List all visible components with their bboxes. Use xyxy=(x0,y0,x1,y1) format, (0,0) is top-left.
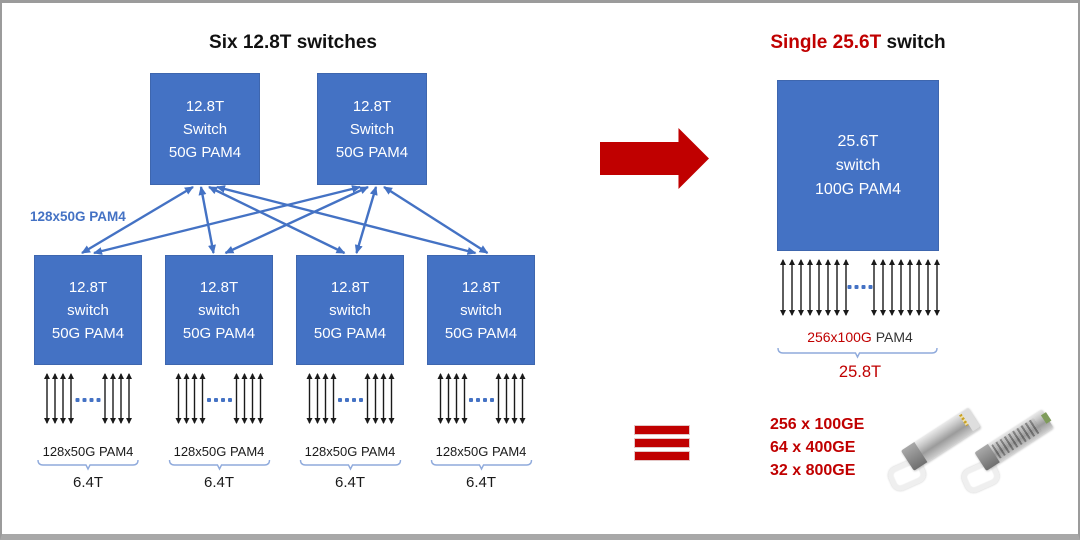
right-title-rest: switch xyxy=(881,32,946,53)
equivalence-bar xyxy=(635,426,689,434)
switch-line: 50G PAM4 xyxy=(444,324,518,342)
interconnect-label: 128x50G PAM4 xyxy=(30,209,126,224)
ellipsis-dot xyxy=(345,398,349,402)
switch-line: switch xyxy=(460,301,502,319)
leaf-switch-box-3: 12.8T switch 50G PAM4 xyxy=(296,255,404,365)
bandwidth-brace xyxy=(299,459,402,471)
switch-line: switch xyxy=(67,301,109,319)
ellipsis-dot xyxy=(490,398,494,402)
switch-line: 12.8T xyxy=(185,97,225,115)
fanout-arrow xyxy=(224,185,369,255)
ellipsis-dot xyxy=(483,398,487,402)
capacity-item: 64 x 400GE xyxy=(770,439,856,456)
ellipsis-dot xyxy=(854,285,859,289)
switch-line: 50G PAM4 xyxy=(335,143,409,161)
left-section-title: Six 12.8T switches xyxy=(209,32,377,53)
bandwidth-brace xyxy=(777,347,938,359)
ellipsis-dot xyxy=(476,398,480,402)
switch-line: 50G PAM4 xyxy=(168,143,242,161)
qsfp-transceiver-icon xyxy=(885,407,982,494)
ellipsis-dot xyxy=(338,398,342,402)
equivalence-bar xyxy=(635,452,689,460)
switch-line: 12.8T xyxy=(330,278,370,296)
ellipsis-dot xyxy=(469,398,473,402)
equivalence-triple-bar-icon xyxy=(635,426,689,460)
fanout-arrow xyxy=(208,185,346,255)
leaf-switch-box-4: 12.8T switch 50G PAM4 xyxy=(427,255,535,365)
ellipsis-dot xyxy=(207,398,211,402)
right-section-title: Single 25.6T switch xyxy=(738,32,978,54)
single-switch-ports-label: 256x100G PAM4 xyxy=(778,329,942,345)
ellipsis-dot xyxy=(868,285,873,289)
leaf-ports-label-2: 128x50G PAM4 xyxy=(173,444,265,459)
switch-line: 12.8T xyxy=(68,278,108,296)
ports-label-rest: PAM4 xyxy=(871,329,913,345)
fanout-arrow xyxy=(383,185,489,255)
equivalence-bar xyxy=(635,439,689,447)
fanout-arrow xyxy=(93,185,361,255)
spine-switch-box-1: 12.8T Switch 50G PAM4 xyxy=(150,73,260,185)
capacity-item: 256 x 100GE xyxy=(770,416,865,433)
switch-line: Switch xyxy=(349,120,395,138)
right-title-highlight: Single 25.6T xyxy=(770,32,882,53)
capacity-equivalents-list: 256 x 100GE 64 x 400GE 32 x 800GE xyxy=(770,417,864,486)
leaf-ports-label-3: 128x50G PAM4 xyxy=(304,444,396,459)
bandwidth-brace xyxy=(37,459,139,471)
ellipsis-dot xyxy=(82,398,87,402)
switch-line: 25.6T xyxy=(837,132,879,150)
bandwidth-brace xyxy=(168,459,271,471)
switch-line: switch xyxy=(329,301,371,319)
switch-line: 50G PAM4 xyxy=(313,324,387,342)
spine-switch-box-2: 12.8T Switch 50G PAM4 xyxy=(317,73,427,185)
ellipsis-dot xyxy=(214,398,218,402)
switch-line: switch xyxy=(835,156,881,174)
leaf-bandwidth-label-1: 6.4T xyxy=(72,474,103,491)
ellipsis-dot xyxy=(847,285,852,289)
ellipsis-dot xyxy=(75,398,80,402)
leaf-bandwidth-label-3: 6.4T xyxy=(334,474,365,491)
ellipsis-dot xyxy=(221,398,225,402)
switch-line: 12.8T xyxy=(199,278,239,296)
fanout-arrow xyxy=(198,186,216,254)
capacity-item: 32 x 800GE xyxy=(770,462,856,479)
leaf-bandwidth-label-2: 6.4T xyxy=(203,474,234,491)
transform-right-arrow-icon xyxy=(600,128,709,189)
ports-label-highlight: 256x100G xyxy=(807,329,872,345)
qsfp-transceiver-icon xyxy=(959,408,1054,496)
switch-line: 50G PAM4 xyxy=(182,324,256,342)
ellipsis-dot xyxy=(352,398,356,402)
leaf-bandwidth-label-4: 6.4T xyxy=(465,474,496,491)
bandwidth-brace xyxy=(430,459,533,471)
ellipsis-dot xyxy=(228,398,232,402)
single-switch-box: 25.6T switch 100G PAM4 xyxy=(777,80,939,251)
switch-line: 100G PAM4 xyxy=(815,180,901,198)
ellipsis-dot xyxy=(89,398,94,402)
switch-line: 12.8T xyxy=(461,278,501,296)
leaf-switch-box-2: 12.8T switch 50G PAM4 xyxy=(165,255,273,365)
switch-line: 50G PAM4 xyxy=(51,324,125,342)
leaf-switch-box-1: 12.8T switch 50G PAM4 xyxy=(34,255,142,365)
leaf-ports-label-1: 128x50G PAM4 xyxy=(42,444,134,459)
ellipsis-dot xyxy=(861,285,866,289)
leaf-ports-label-4: 128x50G PAM4 xyxy=(435,444,527,459)
single-switch-bandwidth-label: 25.8T xyxy=(838,363,882,381)
fanout-arrow xyxy=(216,185,477,255)
ellipsis-dot xyxy=(96,398,101,402)
switch-line: 12.8T xyxy=(352,97,392,115)
switch-line: Switch xyxy=(182,120,228,138)
ellipsis-dot xyxy=(359,398,363,402)
fanout-arrow xyxy=(354,186,378,254)
switch-line: switch xyxy=(198,301,240,319)
